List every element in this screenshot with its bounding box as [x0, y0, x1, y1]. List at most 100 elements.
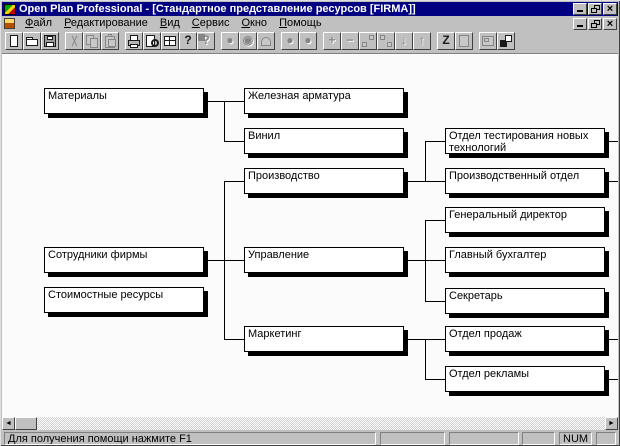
- resource-box-accountant[interactable]: Главный бухгалтер: [445, 247, 605, 273]
- resource-box-vinyl[interactable]: Винил: [244, 128, 404, 154]
- close-icon: ×: [606, 17, 614, 30]
- resource-box-secretary[interactable]: Секретарь: [445, 288, 605, 314]
- help-icon: ?: [184, 33, 192, 47]
- minimize-button[interactable]: [573, 3, 587, 15]
- print-preview-icon: [144, 33, 160, 49]
- resource-box-management[interactable]: Управление: [244, 247, 404, 273]
- copy-icon: [84, 33, 100, 49]
- bring-front-button[interactable]: [497, 32, 515, 50]
- open-button[interactable]: [23, 32, 41, 50]
- status-panel-2: [380, 432, 445, 445]
- status-panel-4: [522, 432, 555, 445]
- outline-icon: [378, 33, 394, 49]
- menu-file[interactable]: Файл: [25, 17, 53, 29]
- connector-line: [224, 339, 244, 340]
- bring-front-icon: [498, 33, 514, 49]
- node-shape-5-icon: ●: [304, 33, 312, 47]
- scroll-left-button[interactable]: ◄: [2, 417, 15, 430]
- scroll-right-button[interactable]: ►: [605, 417, 618, 430]
- cut-button: [65, 32, 83, 50]
- move-up-icon: ↑: [419, 33, 425, 47]
- window-title: Open Plan Professional - [Стандартное пр…: [19, 2, 416, 15]
- resource-box-test-dept[interactable]: Отдел тестирования новых технологий: [445, 128, 605, 154]
- insert-resource-button[interactable]: [161, 32, 179, 50]
- new-document-button[interactable]: [5, 32, 23, 50]
- link-icon: [360, 33, 376, 49]
- resource-box-iron[interactable]: Железная арматура: [244, 88, 404, 114]
- menu-view[interactable]: Вид: [159, 17, 180, 29]
- connector-line: [406, 181, 426, 182]
- resource-box-employees[interactable]: Сотрудники фирмы: [44, 247, 204, 273]
- menu-help[interactable]: Помощь: [279, 17, 322, 29]
- print-preview-button[interactable]: [143, 32, 161, 50]
- move-down-icon: ↓: [401, 33, 407, 47]
- status-panel-6: [596, 432, 616, 445]
- node-shape-1-button: ●: [221, 32, 239, 50]
- connector-line: [406, 260, 426, 261]
- expand-icon: +: [328, 33, 336, 47]
- insert-resource-icon: [162, 33, 178, 49]
- connector-line: [425, 220, 445, 221]
- save-icon: [42, 33, 58, 49]
- restore-icon: [594, 19, 600, 25]
- menu-window[interactable]: Окно: [241, 17, 268, 29]
- print-button[interactable]: [125, 32, 143, 50]
- resource-box-prod-dept[interactable]: Производственный отдел: [445, 168, 605, 194]
- node-shape-5-button: ●: [299, 32, 317, 50]
- restore-icon: [594, 5, 600, 10]
- connector-line: [206, 260, 225, 261]
- connector-line: [425, 181, 445, 182]
- scrollbar-thumb[interactable]: [15, 417, 37, 430]
- collapse-icon: −: [346, 33, 354, 47]
- notes-icon: [456, 33, 472, 49]
- new-document-icon: [6, 33, 22, 49]
- status-panel-3: [449, 432, 519, 445]
- menu-tools[interactable]: Сервис: [191, 17, 230, 29]
- zigzag-view-button[interactable]: Z: [437, 32, 455, 50]
- save-button[interactable]: [41, 32, 59, 50]
- connector-line: [609, 181, 618, 182]
- status-bar: Для получения помощи нажмите F1 NUM: [2, 430, 618, 446]
- resource-box-ads[interactable]: Отдел рекламы: [445, 366, 605, 392]
- node-shape-3-icon: [258, 33, 274, 49]
- open-icon: [24, 33, 40, 49]
- expand-button: +: [323, 32, 341, 50]
- node-shape-4-icon: ●: [286, 33, 294, 47]
- connector-line: [406, 339, 426, 340]
- restore-icon-back: [591, 8, 597, 13]
- resource-box-director[interactable]: Генеральный директор: [445, 207, 605, 233]
- node-shape-2-button: ◉: [239, 32, 257, 50]
- mdi-restore-button[interactable]: [588, 17, 602, 30]
- resource-box-cost[interactable]: Стоимостные ресурсы: [44, 287, 204, 313]
- scroll-right-icon: ►: [608, 420, 615, 427]
- resource-box-production[interactable]: Производство: [244, 168, 404, 194]
- document-system-icon[interactable]: [4, 18, 15, 29]
- notes-button: [455, 32, 473, 50]
- scroll-left-icon: ◄: [5, 420, 12, 427]
- paste-icon: [102, 33, 118, 49]
- connector-line: [609, 379, 618, 380]
- connector-line: [425, 379, 445, 380]
- connector-line: [425, 141, 426, 182]
- mdi-minimize-button[interactable]: [573, 17, 587, 30]
- app-icon[interactable]: [4, 3, 16, 15]
- connector-line: [425, 301, 445, 302]
- num-lock-indicator: NUM: [559, 432, 592, 445]
- mdi-close-button[interactable]: ×: [603, 17, 617, 30]
- close-button[interactable]: ×: [603, 3, 617, 15]
- resource-box-sales[interactable]: Отдел продаж: [445, 326, 605, 352]
- window-tile-button: [479, 32, 497, 50]
- resource-box-marketing[interactable]: Маркетинг: [244, 326, 404, 352]
- connector-line: [224, 101, 244, 102]
- menu-edit[interactable]: Редактирование: [64, 17, 148, 29]
- toolbar: ??●◉●●+−↓↑Z: [2, 30, 618, 54]
- copy-button: [83, 32, 101, 50]
- resource-box-materials[interactable]: Материалы: [44, 88, 204, 114]
- zigzag-view-icon: Z: [442, 33, 450, 47]
- restore-button[interactable]: [588, 3, 602, 15]
- help-button[interactable]: ?: [179, 32, 197, 50]
- horizontal-scrollbar[interactable]: ◄ ►: [2, 417, 618, 430]
- cut-icon: [66, 33, 82, 49]
